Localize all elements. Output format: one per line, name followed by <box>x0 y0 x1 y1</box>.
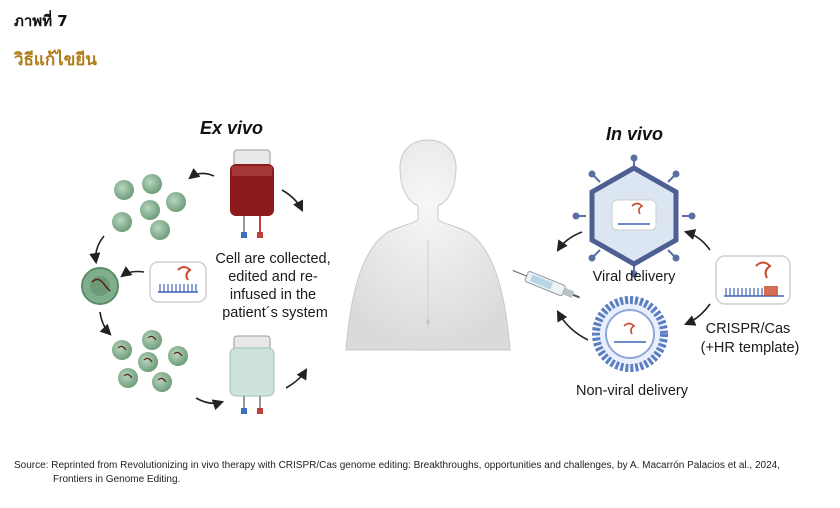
crispr-label-line: (+HR template) <box>701 340 800 356</box>
non-viral-delivery-label: Non-viral delivery <box>576 383 689 399</box>
crispr-label-line: CRISPR/Cas <box>706 321 791 337</box>
infusion-bag-icon <box>229 335 275 414</box>
figure-label: ภาพที่ 7 <box>14 12 68 30</box>
ex-vivo-description-line: Cell are collected, <box>215 251 330 267</box>
ex-vivo-flow-arrows <box>89 168 308 411</box>
lipid-nanoparticle-icon <box>592 296 668 372</box>
source-line: Frontiers in Genome Editing. <box>53 474 181 485</box>
figure-title: วิธีแก้ไขยีน <box>14 50 97 70</box>
crispr-cas-template-icon <box>715 255 791 305</box>
patient-cells <box>112 174 186 240</box>
source-citation: Source: Reprinted from Revolutionizing i… <box>14 459 824 487</box>
editing-cell <box>81 267 119 305</box>
ex-vivo-description: Cell are collected, edited and re- infus… <box>215 251 334 321</box>
source-line: Source: Reprinted from Revolutionizing i… <box>14 460 780 471</box>
blood-bag-icon <box>230 149 274 238</box>
ex-vivo-description-line: edited and re- <box>228 269 318 285</box>
ex-vivo-heading: Ex vivo <box>200 118 263 138</box>
crispr-cas-icon <box>149 261 207 303</box>
edited-cells <box>112 330 188 392</box>
in-vivo-flow-arrows <box>556 229 711 341</box>
crispr-label: CRISPR/Cas (+HR template) <box>701 321 800 356</box>
virus-icon <box>572 154 696 278</box>
syringe-icon <box>512 269 580 299</box>
ex-vivo-description-line: patient´s system <box>222 305 328 321</box>
ex-vivo-description-line: infused in the <box>230 287 316 303</box>
patient-figure <box>345 139 511 351</box>
in-vivo-heading: In vivo <box>606 124 663 144</box>
viral-delivery-label: Viral delivery <box>593 269 676 285</box>
